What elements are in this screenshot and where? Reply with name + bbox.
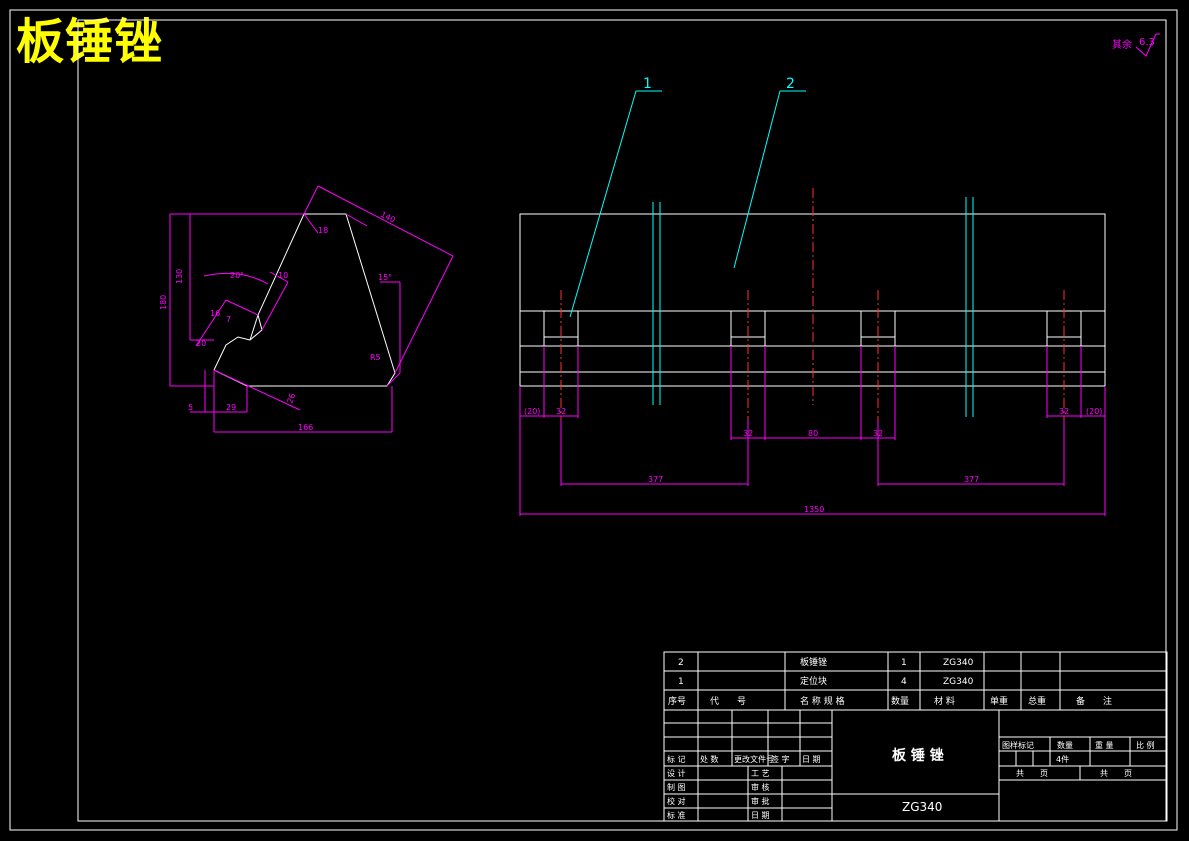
svg-text:日 期: 日 期 — [802, 755, 821, 764]
svg-text:377: 377 — [648, 475, 663, 484]
part-material: ZG340 — [902, 800, 942, 814]
svg-text:32: 32 — [743, 429, 753, 438]
svg-text:166: 166 — [298, 423, 313, 432]
title-block — [663, 651, 1168, 822]
svg-text:定位块: 定位块 — [800, 675, 827, 687]
drawing-title: 板锤锉 — [16, 14, 164, 70]
svg-text:签 字: 签 字 — [771, 754, 790, 764]
svg-text:32: 32 — [556, 407, 566, 416]
svg-text:数量: 数量 — [1057, 740, 1073, 750]
svg-text:处 数: 处 数 — [700, 754, 719, 764]
svg-text:20: 20 — [196, 339, 206, 348]
svg-text:1: 1 — [678, 677, 684, 687]
svg-text:重 量: 重 量 — [1095, 740, 1114, 750]
plate-outline-left — [213, 213, 305, 371]
leader-2: 2 — [786, 76, 795, 92]
svg-text:设 计: 设 计 — [667, 768, 686, 778]
svg-text:审 批: 审 批 — [751, 796, 770, 806]
svg-text:比 例: 比 例 — [1136, 740, 1155, 750]
svg-text:7: 7 — [226, 315, 231, 324]
front-view: (20) 32 32 80 32 32 (20) 377 377 1350 1 … — [519, 76, 1106, 516]
svg-text:R5: R5 — [370, 353, 381, 362]
svg-text:代 号: 代 号 — [710, 696, 746, 707]
svg-text:180: 180 — [159, 295, 168, 310]
svg-text:校 对: 校 对 — [667, 796, 686, 806]
roughness-symbol: 其余 6.3 — [1112, 33, 1160, 57]
svg-text:更改文件号: 更改文件号 — [734, 754, 774, 764]
notch — [249, 314, 263, 341]
svg-text:377: 377 — [964, 475, 979, 484]
svg-text:4: 4 — [901, 677, 907, 687]
bom-seq: 2 — [678, 658, 684, 668]
svg-text:4件: 4件 — [1056, 754, 1069, 764]
svg-text:29: 29 — [226, 403, 236, 412]
svg-text:15°: 15° — [378, 273, 392, 282]
svg-text:序号: 序号 — [668, 695, 686, 707]
svg-text:26: 26 — [285, 392, 297, 405]
svg-text:标 记: 标 记 — [667, 754, 686, 764]
bom-material: ZG340 — [943, 658, 974, 668]
svg-text:(20): (20) — [1086, 407, 1102, 416]
svg-text:共 页: 共 页 — [1016, 769, 1048, 778]
svg-text:10: 10 — [278, 271, 288, 280]
svg-text:制 图: 制 图 — [667, 782, 686, 792]
svg-text:工 艺: 工 艺 — [751, 769, 770, 778]
svg-text:标 准: 标 准 — [667, 810, 686, 820]
inner-border — [77, 19, 1167, 822]
svg-text:共 页: 共 页 — [1100, 769, 1132, 778]
svg-text:审 核: 审 核 — [751, 782, 770, 792]
title-block-text: 2 板锤锉 1 ZG340 1 定位块 4 ZG340 序号 代 号 名 称 规… — [667, 656, 1155, 820]
svg-text:备 注: 备 注 — [1076, 695, 1112, 707]
svg-text:图样标记: 图样标记 — [1002, 740, 1034, 750]
part-name: 板 锤 锉 — [892, 747, 944, 764]
svg-text:名 称 规 格: 名 称 规 格 — [800, 695, 845, 707]
svg-text:材 料: 材 料 — [934, 695, 955, 707]
svg-text:日 期: 日 期 — [751, 811, 770, 820]
svg-text:数量: 数量 — [891, 695, 909, 707]
svg-text:16: 16 — [210, 309, 220, 318]
bom-name: 板锤锉 — [800, 656, 827, 668]
bom-qty: 1 — [901, 658, 907, 668]
svg-text:130: 130 — [175, 269, 184, 284]
svg-text:(20): (20) — [524, 407, 540, 416]
left-view: 140 18 20° 15° 10 16 7 20 130 180 5 29 1… — [159, 185, 454, 433]
svg-text:32: 32 — [873, 429, 883, 438]
svg-text:1350: 1350 — [804, 505, 824, 514]
svg-text:总重: 总重 — [1028, 695, 1046, 707]
leader-1: 1 — [643, 76, 652, 92]
svg-text:6.3: 6.3 — [1139, 37, 1155, 48]
svg-text:5: 5 — [188, 403, 193, 412]
svg-text:其余: 其余 — [1112, 38, 1132, 51]
svg-text:20°: 20° — [230, 271, 244, 280]
svg-text:32: 32 — [1059, 407, 1069, 416]
svg-text:80: 80 — [808, 429, 818, 438]
svg-text:ZG340: ZG340 — [943, 677, 974, 687]
plate-outline — [213, 213, 396, 387]
svg-text:18: 18 — [318, 226, 328, 235]
svg-text:单重: 单重 — [990, 695, 1008, 707]
outer-border — [9, 9, 1178, 831]
